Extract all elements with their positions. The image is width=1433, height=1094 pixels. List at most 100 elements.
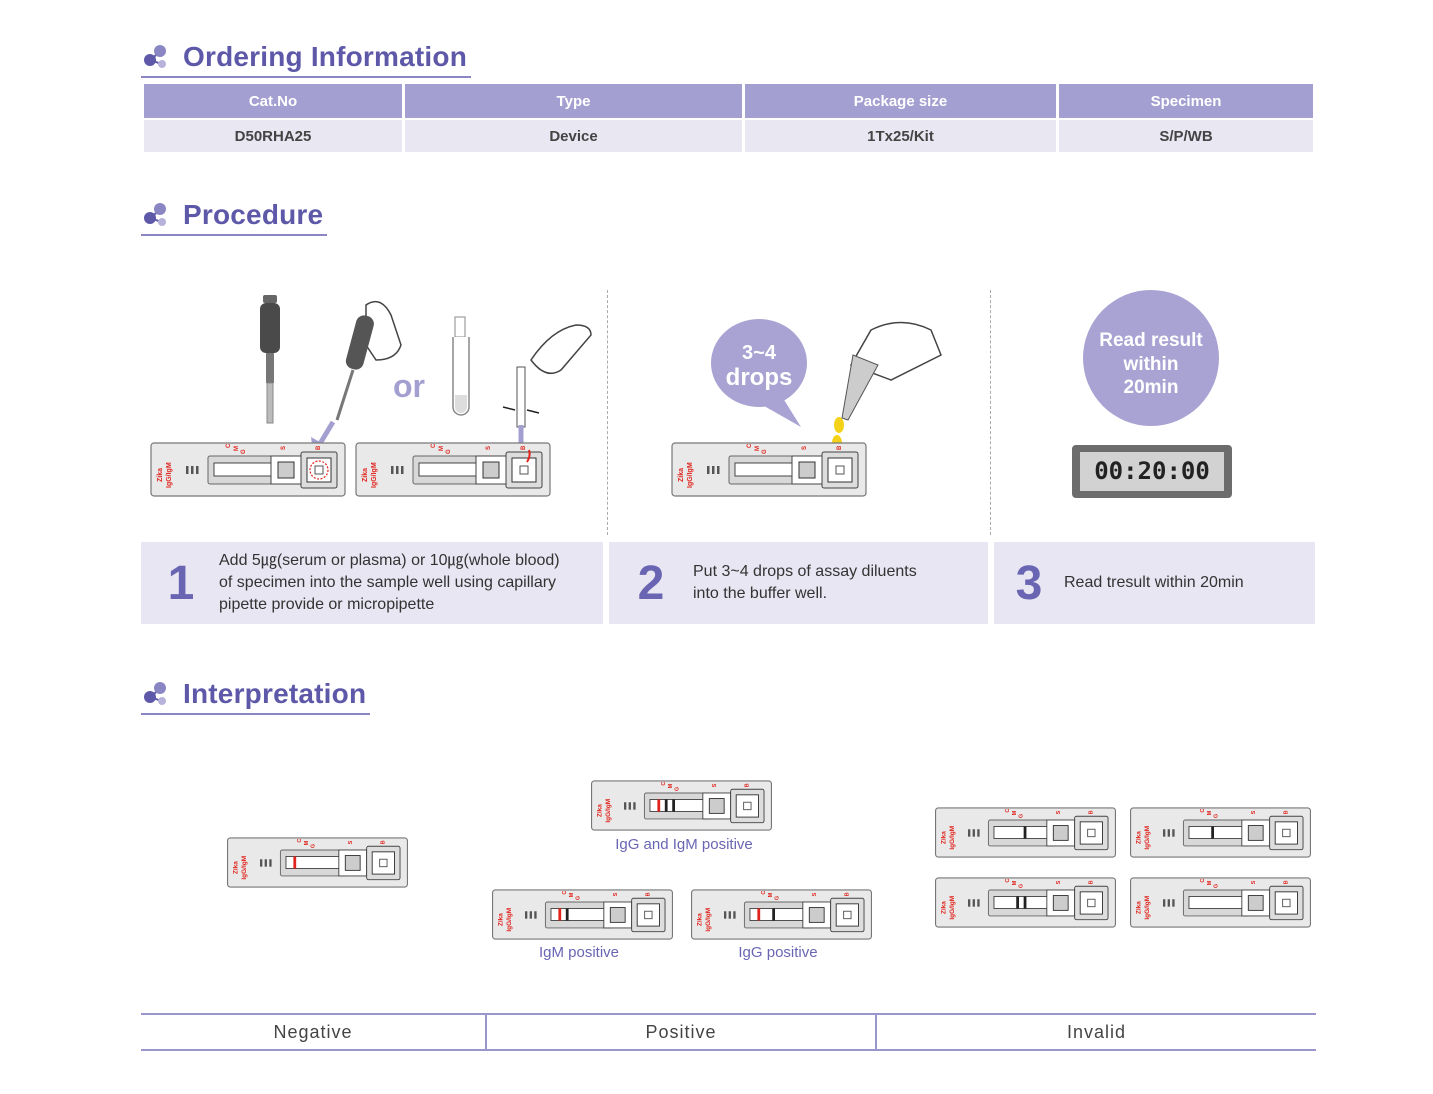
footer-invalid: Invalid [1066,1021,1127,1042]
table-row: D50RHA25 Device 1Tx25/Kit S/P/WB [144,118,1313,152]
interpretation-title: Interpretation [183,678,367,709]
svg-text:M: M [304,840,310,845]
molecule-icon [144,203,166,226]
timer-text: 00:20:00 [1094,457,1210,485]
hand-pipette-icon [335,300,402,421]
svg-text:G: G [1019,884,1025,888]
hand-capillary-icon [502,324,592,428]
svg-text:IgG/IgM: IgG/IgM [506,908,513,932]
molecule-icon [144,45,166,68]
svg-text:IgG/IgM: IgG/IgM [1144,896,1151,920]
svg-text:C: C [1200,879,1206,883]
footer-positive: Positive [487,1015,877,1049]
svg-text:C: C [431,443,437,448]
svg-text:S: S [486,446,492,450]
svg-text:M: M [1012,810,1018,815]
svg-text:Zika: Zika [941,901,948,914]
molecule-icon [144,682,166,705]
svg-text:C: C [761,891,767,895]
svg-text:Zika: Zika [498,913,505,926]
step-text-line: Put 3~4 drops of assay diluents [693,563,917,580]
read-result-bubble: Read result within 20min [1083,290,1219,426]
interpretation-footer: Negative Positive Invalid [141,1013,1316,1051]
svg-text:B: B [837,445,843,450]
footer-negative: Negative [141,1015,487,1049]
drops-bubble: 3~4 drops [711,319,807,427]
svg-text:C: C [297,839,303,843]
svg-text:C: C [661,782,667,786]
timer-display: 00:20:00 [1072,445,1232,498]
svg-text:G: G [775,896,781,900]
svg-text:Zika: Zika [678,468,685,482]
svg-text:Zika: Zika [233,861,240,874]
step-1-box: 1 Add 5㎍(serum or plasma) or 10㎍(whole b… [141,542,603,624]
step-number: 3 [1015,556,1043,610]
read-line2: within [1123,354,1179,375]
dropper-bottle-icon [832,321,942,451]
svg-text:G: G [311,844,317,848]
svg-text:C: C [1005,809,1011,813]
table-header: Type [405,84,742,118]
svg-text:M: M [668,783,674,788]
svg-text:M: M [234,446,240,451]
svg-text:B: B [316,445,322,450]
ordering-table: Cat.No Type Package size Specimen D50RHA… [141,84,1316,152]
table-cell: 1Tx25/Kit [745,118,1056,152]
svg-text:Zika: Zika [941,831,948,844]
step-text-line: into the buffer well. [693,585,828,602]
svg-text:M: M [1012,880,1018,885]
step-3-box: 3 Read tresult within 20min [994,542,1315,624]
svg-text:B: B [1088,880,1094,884]
svg-text:S: S [1056,810,1062,814]
svg-text:B: B [1283,880,1289,884]
ordering-title: Ordering Information [183,41,467,72]
svg-text:IgG/IgM: IgG/IgM [949,896,956,920]
svg-text:C: C [1200,809,1206,813]
test-tube-icon [452,316,470,416]
svg-text:C: C [562,891,568,895]
or-label: or [393,368,425,404]
svg-text:Zika: Zika [1136,901,1143,914]
drops-bubble-line1: 3~4 [742,342,777,364]
svg-text:Zika: Zika [597,804,604,817]
svg-text:IgG/IgM: IgG/IgM [705,908,712,932]
svg-text:Zika: Zika [1136,831,1143,844]
table-cell: D50RHA25 [144,118,402,152]
svg-text:G: G [1019,814,1025,818]
caption-igg-positive: IgG positive [738,944,818,961]
drops-bubble-line2: drops [726,364,793,391]
svg-text:B: B [1283,810,1289,814]
svg-text:S: S [281,446,287,450]
step-text-line: Add 5㎍(serum or plasma) or 10㎍(whole blo… [219,552,560,569]
svg-text:S: S [613,892,619,896]
step-number: 1 [167,556,195,610]
ordering-section-title: Ordering Information [141,38,471,78]
divider [990,290,991,535]
svg-text:G: G [446,449,452,454]
svg-text:Zika: Zika [362,468,369,482]
svg-text:M: M [768,892,774,897]
svg-text:Zika: Zika [157,468,164,482]
step-text-line: pipette provide or micropipette [219,596,435,613]
svg-text:B: B [380,840,386,844]
svg-text:C: C [747,443,753,448]
svg-text:IgG/IgM: IgG/IgM [949,826,956,850]
svg-text:M: M [755,446,761,451]
svg-text:S: S [802,446,808,450]
svg-text:C: C [1005,879,1011,883]
svg-text:S: S [348,840,354,844]
svg-text:IgG/IgM: IgG/IgM [605,799,612,823]
table-cell: Device [405,118,742,152]
table-cell: S/P/WB [1059,118,1313,152]
svg-text:S: S [812,892,818,896]
caption-igg-igm-positive: IgG and IgM positive [615,836,753,853]
svg-text:IgG/IgM: IgG/IgM [241,856,248,880]
